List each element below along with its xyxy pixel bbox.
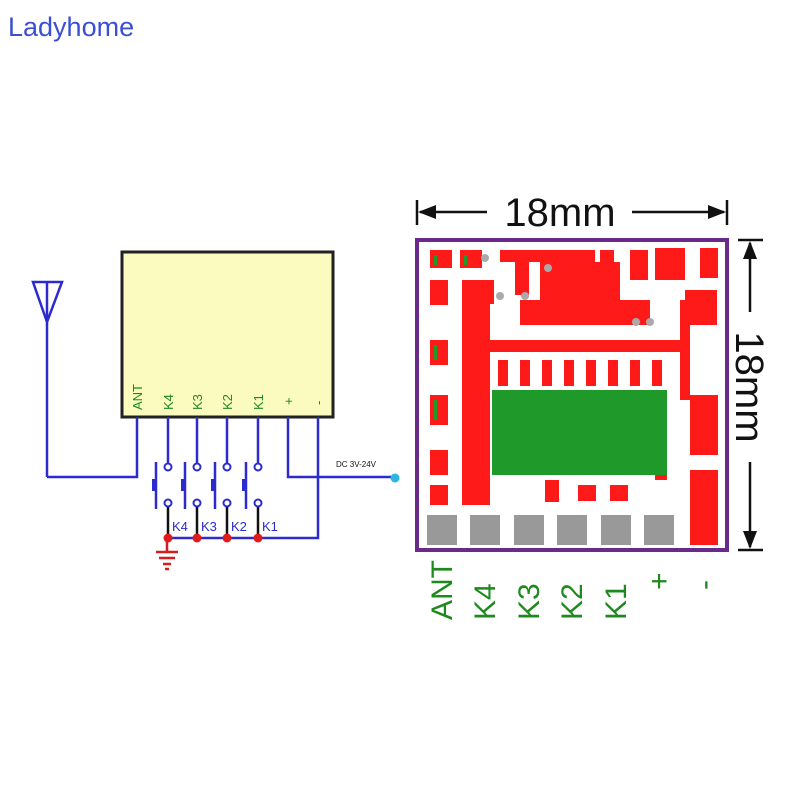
brand-logo-text: Ladyhome: [8, 12, 135, 42]
module-pin-label: K1: [251, 394, 266, 410]
solder-pad: [644, 515, 674, 545]
module-pin-label: K2: [220, 394, 235, 410]
power-terminal: [390, 473, 400, 483]
pcb-pin-label: ANT: [426, 560, 459, 620]
power-label: DC 3V-24V: [336, 460, 377, 469]
solder-pad: [470, 515, 500, 545]
width-label: 18mm: [504, 191, 615, 235]
pcb-pin-label: K4: [469, 583, 502, 620]
antenna-icon: [31, 280, 64, 477]
module-pin-label: +: [281, 397, 296, 405]
pcb-pin-label: +: [643, 572, 676, 590]
module-pin-label: K3: [190, 394, 205, 410]
pcb-pin-label: K1: [600, 583, 633, 620]
solder-pad: [427, 515, 457, 545]
push-button-switch: [152, 462, 173, 543]
plus-wire: [286, 417, 395, 479]
ground-icon: [156, 538, 178, 571]
solder-pad: [601, 515, 631, 545]
pcb-board: [415, 238, 729, 552]
height-label: 18mm: [727, 331, 771, 442]
height-dimension: [738, 238, 763, 552]
switch-label: K2: [231, 519, 247, 534]
pcb-pin-label: -: [688, 580, 721, 590]
switch-label: K4: [172, 519, 188, 534]
module-pin-label: ANT: [130, 384, 145, 410]
width-dimension: [415, 200, 729, 225]
switch-label: K3: [201, 519, 217, 534]
module-box: [120, 250, 335, 419]
solder-pad: [557, 515, 587, 545]
module-pin-label: K4: [161, 394, 176, 410]
pcb-pin-label: K3: [513, 583, 546, 620]
schematic: [31, 250, 395, 540]
ic-chip: [492, 390, 667, 475]
push-button-switch: [211, 462, 232, 543]
minus-wire: [167, 417, 320, 540]
ant-wire: [47, 417, 139, 479]
push-button-switch: [181, 462, 202, 543]
push-button-switch: [242, 462, 263, 543]
module-pin-label: -: [311, 401, 326, 405]
solder-pad: [514, 515, 544, 545]
pcb-pin-label: K2: [556, 583, 589, 620]
switch-label: K1: [262, 519, 278, 534]
